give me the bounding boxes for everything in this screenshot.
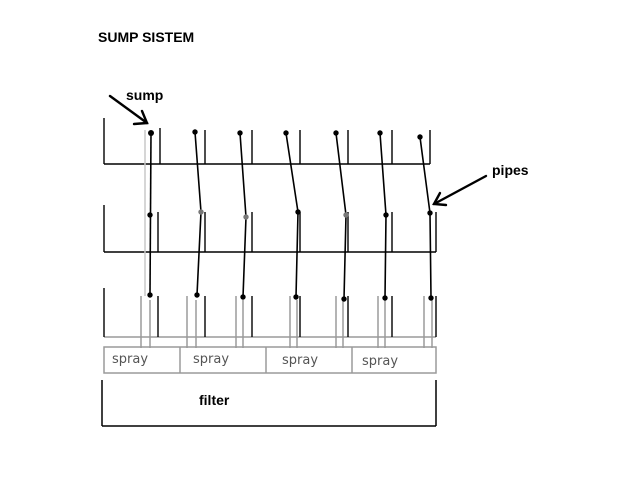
spray-row: spray spray spray spray [103,346,437,374]
tray-3 [103,288,437,338]
sump-joint [148,130,154,136]
tray-2 [103,205,437,253]
pipes-arrow [432,174,488,207]
pipe-4 [285,132,299,298]
tray-1 [103,118,431,165]
filter-label: filter [199,392,230,408]
pipe-joints [147,129,434,302]
spray-label-2: spray [193,352,229,367]
sump-label: sump [126,87,163,103]
sump-arrow [108,94,149,126]
spray-label-1: spray [112,352,148,367]
spray-label-3: spray [282,353,318,368]
spray-row-frame [103,346,437,374]
drain-pipes [140,130,433,348]
pipes-group [149,131,432,300]
spray-label-4: spray [362,354,398,369]
pipes-label: pipes [492,162,529,178]
filter-box [101,380,437,427]
diagram-title: SUMP SISTEM [98,29,194,45]
